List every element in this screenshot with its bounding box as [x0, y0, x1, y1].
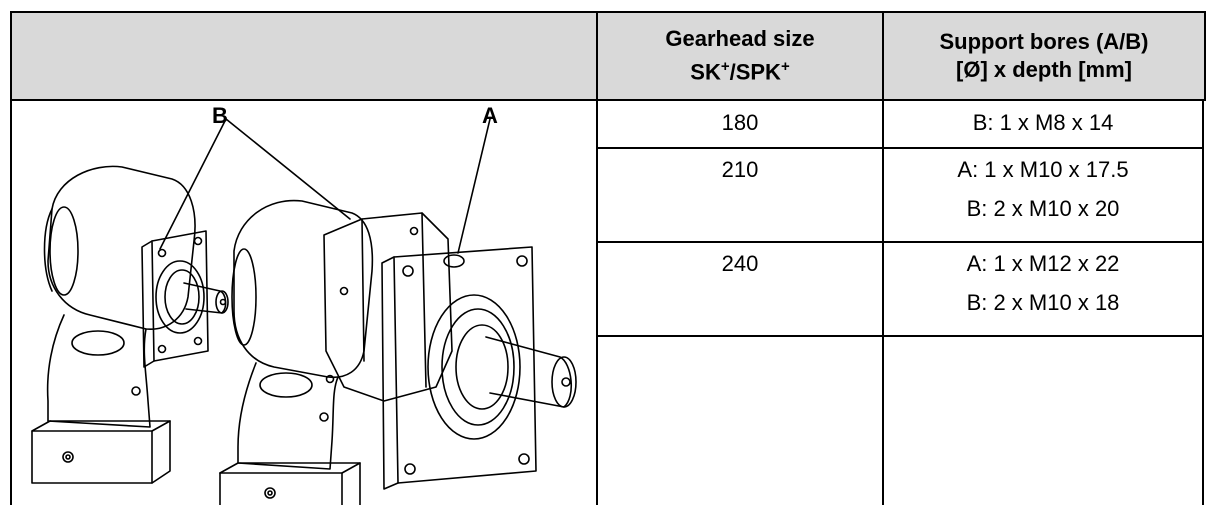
small-side-hole	[131, 386, 141, 396]
small-housing-face	[49, 206, 79, 296]
gearhead-drawing: B A	[31, 103, 577, 505]
label-a: A	[482, 103, 498, 128]
large-flange	[393, 246, 537, 484]
large-base-hole	[264, 487, 276, 499]
superscript-plus: +	[780, 58, 790, 76]
leader-line-b-left	[159, 118, 227, 250]
small-housing-edge	[43, 208, 53, 292]
large-flange-hole	[404, 463, 416, 475]
table-border-col2	[596, 99, 598, 505]
large-bearing-mid	[441, 308, 515, 426]
small-motor-housing	[47, 165, 196, 330]
table-border-col3	[882, 99, 884, 505]
row-separator-1	[596, 147, 1204, 149]
small-angle-housing	[46, 314, 151, 428]
large-bearing-outer	[427, 294, 521, 440]
leader-line-a	[457, 118, 491, 254]
large-gear-body	[323, 212, 453, 402]
large-gear-edge	[421, 212, 427, 388]
small-flange-hole	[193, 336, 203, 346]
header-gearhead-size-line1: Gearhead size	[665, 26, 815, 52]
small-flange-side	[141, 240, 155, 368]
row-separator-3	[596, 335, 1204, 337]
small-base-hole	[62, 451, 74, 463]
large-shaft	[485, 336, 572, 408]
large-gearhead	[219, 199, 577, 505]
large-body-hole	[339, 286, 349, 296]
header-support-bores-line1: Support bores (A/B)	[939, 29, 1149, 54]
large-base-edge	[219, 462, 361, 474]
large-flange-hole	[518, 453, 530, 465]
large-angle-housing	[237, 362, 339, 470]
small-shaft	[183, 282, 227, 314]
small-base-edge	[31, 420, 51, 432]
support-bore-a	[443, 254, 465, 268]
header-gearhead-size-line2: SK+/SPK+	[690, 58, 790, 85]
large-shaft-bore	[561, 377, 571, 387]
small-base	[31, 420, 171, 484]
row-180-size: 180	[721, 110, 759, 135]
large-body-hole	[325, 374, 335, 384]
label-b: B	[212, 103, 228, 128]
large-gear-edge	[361, 218, 365, 362]
row-240-size: 240	[721, 251, 759, 276]
small-flange-hole	[157, 344, 167, 354]
small-bearing-inner	[164, 269, 200, 325]
small-flange-hole	[157, 248, 167, 258]
row-separator-2	[596, 241, 1204, 243]
row-210-size: 210	[721, 157, 759, 182]
small-shaft-end	[215, 290, 229, 314]
header-support-bores: Support bores (A/B) [Ø] x depth [mm]	[882, 11, 1206, 101]
large-base	[219, 462, 361, 505]
large-motor-housing	[233, 199, 374, 379]
large-angle-top	[259, 372, 313, 398]
row-180-bore-1: B: 1 x M8 x 14	[972, 110, 1114, 135]
large-flange-hole	[402, 265, 414, 277]
small-bearing-outer	[155, 260, 205, 334]
row-210-bore-2: B: 2 x M10 x 20	[966, 196, 1120, 221]
row-240-bore-2: B: 2 x M10 x 18	[966, 290, 1120, 315]
large-flange-hole	[516, 255, 528, 267]
small-flange	[151, 230, 209, 362]
header-empty-cell	[10, 11, 596, 101]
large-bearing-inner	[455, 324, 509, 410]
large-body-hole	[409, 226, 419, 236]
header-support-bores-line2: [Ø] x depth [mm]	[956, 57, 1132, 82]
row-240-bore-1: A: 1 x M12 x 22	[966, 251, 1120, 276]
large-flange-side	[381, 256, 399, 490]
small-flange-hole	[193, 236, 203, 246]
leader-line-b-right	[225, 118, 351, 220]
table-border-left	[10, 99, 12, 505]
table-border-right	[1202, 99, 1204, 505]
small-shaft-bore	[219, 298, 227, 306]
row-210-bore-1: A: 1 x M10 x 17.5	[957, 157, 1129, 182]
superscript-plus: +	[720, 58, 730, 76]
large-side-hole	[319, 412, 329, 422]
large-housing-face	[231, 248, 257, 346]
large-shaft-end	[551, 356, 577, 408]
large-base-hole-inner	[267, 490, 273, 496]
small-base-hole-inner	[65, 454, 71, 460]
header-gearhead-size: Gearhead size SK+/SPK+	[596, 11, 882, 101]
small-gearhead	[31, 165, 229, 484]
small-angle-top	[71, 330, 125, 356]
